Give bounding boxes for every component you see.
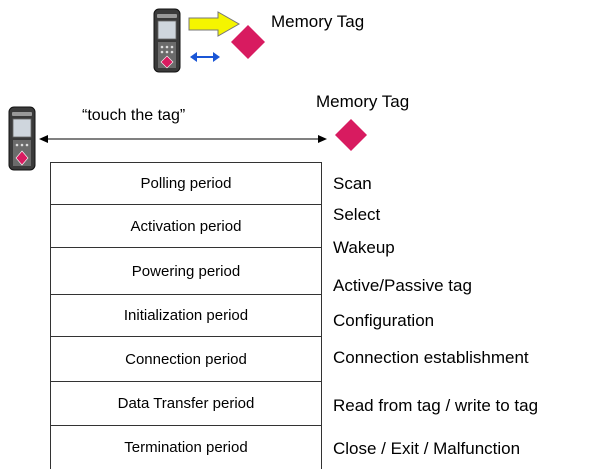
middle-memory-tag-label: Memory Tag — [316, 92, 410, 111]
touch-the-tag-label: “touch the tag” — [82, 107, 186, 124]
phase-label: Data Transfer period — [117, 395, 255, 412]
phase-label: Activation period — [130, 217, 242, 235]
touch-double-arrow-icon — [39, 135, 327, 143]
phase-box-powering: Powering period — [50, 247, 322, 295]
phase-label: Initialization period — [123, 307, 249, 324]
action-label-configuration: Configuration — [333, 311, 435, 330]
blue-double-arrow-icon — [190, 52, 220, 62]
phase-label: Connection period — [125, 350, 247, 368]
phase-label: Termination period — [124, 439, 248, 456]
phase-box-data-transfer: Data Transfer period — [50, 381, 322, 426]
action-label-read-write: Read from tag / write to tag — [333, 396, 539, 415]
phase-box-activation: Activation period — [50, 204, 322, 248]
phase-label: Powering period — [131, 262, 241, 280]
phase-box-termination: Termination period — [50, 425, 322, 469]
middle-phone-icon — [8, 106, 36, 171]
phase-box-initialization: Initialization period — [50, 294, 322, 337]
phase-box-polling: Polling period — [50, 162, 322, 205]
action-label-active-passive: Active/Passive tag — [333, 276, 472, 295]
yellow-arrow-icon — [188, 11, 241, 37]
top-phone-icon — [153, 8, 181, 73]
middle-memory-tag-icon — [335, 119, 367, 151]
phase-label: Polling period — [140, 175, 232, 192]
action-label-connection-establishment: Connection establishment — [333, 348, 529, 367]
action-label-close-exit: Close / Exit / Malfunction — [333, 439, 521, 458]
action-label-wakeup: Wakeup — [333, 238, 395, 257]
top-memory-tag-label: Memory Tag — [271, 12, 365, 31]
action-label-scan: Scan — [333, 174, 372, 193]
phase-box-connection: Connection period — [50, 336, 322, 382]
top-memory-tag-icon — [231, 25, 265, 59]
action-label-select: Select — [333, 205, 381, 224]
